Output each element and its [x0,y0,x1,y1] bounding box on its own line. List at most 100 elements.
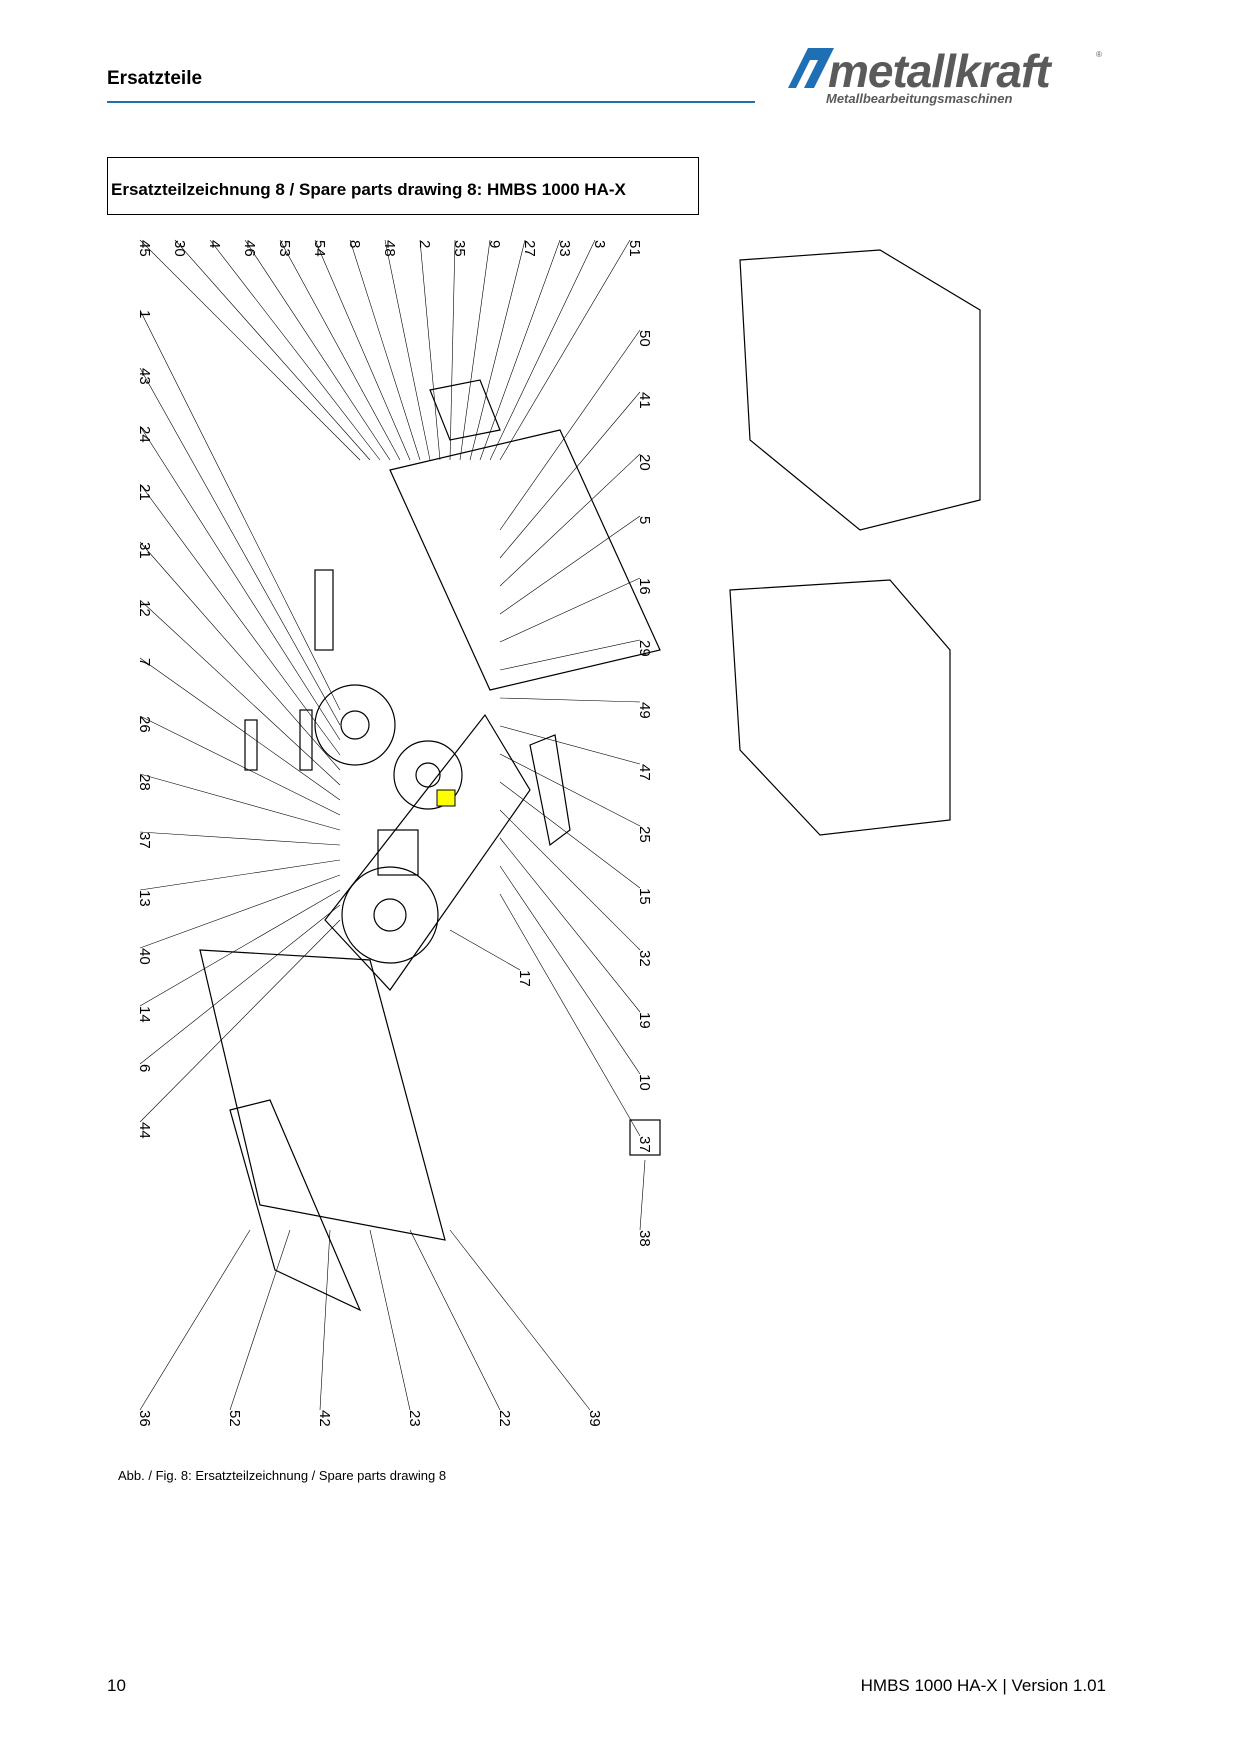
callout-leader-line [419,239,441,461]
iso-view-bottom [729,579,951,836]
callout-label: 4 [206,240,223,248]
brand-logo: metallkraft Metallbearbeitungsmaschinen … [786,44,1106,110]
highlighted-part [436,789,456,807]
callout-label: 14 [136,1006,153,1023]
callout-label: 46 [241,240,258,257]
callout-leader-line [139,874,341,949]
callout-leader-line [139,1229,251,1411]
callout-label: 28 [136,774,153,791]
callout-leader-line [139,904,341,1065]
callout-label: 40 [136,948,153,965]
machine-outlines [199,249,981,1312]
callout-label: 41 [636,392,653,409]
callout-label: 37 [636,1136,653,1153]
callout-leader-line [499,577,641,643]
callout-label: 10 [636,1074,653,1091]
callout-label: 47 [636,764,653,781]
callout-leader-line [489,239,596,461]
callout-leader-line [209,239,381,461]
upper-band-wheel [314,684,396,766]
callout-label: 5 [636,516,653,524]
document-version: HMBS 1000 HA-X | Version 1.01 [860,1676,1106,1695]
callout-label: 6 [136,1064,153,1072]
saw-frame [324,713,531,991]
upper-housing [389,429,661,691]
callout-label: 22 [496,1410,513,1427]
callout-leader-line [139,859,341,891]
callout-leader-line [319,1229,331,1411]
callout-leader-line [174,239,371,461]
callout-label: 16 [636,578,653,595]
header-rule [107,101,755,103]
callout-leader-line [449,929,521,971]
callout-leader-line [479,239,561,461]
logo-tagline: Metallbearbeitungsmaschinen [826,91,1013,106]
callout-leader-line [139,599,341,786]
figure-caption: Abb. / Fig. 8: Ersatzteilzeichnung / Spa… [118,1468,447,1483]
callout-label: 23 [406,1410,423,1427]
callout-leader-line [499,725,641,765]
callout-leader-line [139,657,341,801]
callout-label: 43 [136,368,153,385]
callout-label: 19 [636,1012,653,1029]
callout-leader-line [139,541,341,771]
callout-label: 7 [136,658,153,666]
clamp-assembly [629,1119,661,1156]
callout-label: 26 [136,716,153,733]
section-title: Ersatzteile [107,68,203,89]
callout-label: 48 [381,240,398,257]
callout-label: 17 [516,970,533,987]
callout-label: 20 [636,454,653,471]
callout-leader-line [499,865,641,1075]
logo-mark-icon [788,48,834,88]
callout-label: 12 [136,600,153,617]
callout-leader-line [499,837,641,1013]
callout-label: 30 [171,240,188,257]
callout-leader-line [139,831,341,846]
callout-leader-line [314,239,411,461]
callout-label: 37 [136,832,153,849]
callout-label: 1 [136,310,153,318]
callout-leader-line [139,309,341,711]
callout-leader-line [244,239,391,461]
callout-leader-line [499,515,641,615]
callout-leader-line [139,715,341,816]
drawing-title-box: Ersatzteilzeichnung 8 / Spare parts draw… [107,157,699,215]
callout-leader-line [449,239,456,461]
blade-guard-cover [199,949,446,1241]
callout-leader-line [469,239,526,461]
callout-label: 32 [636,950,653,967]
callout-leader-line [139,367,341,726]
callout-label: 51 [626,240,643,257]
drawing-title: Ersatzteilzeichnung 8 / Spare parts draw… [111,180,626,199]
callout-leader-line [499,809,641,951]
callout-label: 54 [311,240,328,257]
callout-label: 35 [451,240,468,257]
callout-leader-line [499,781,641,889]
callout-label: 44 [136,1122,153,1139]
callout-label: 15 [636,888,653,905]
callout-label: 27 [521,240,538,257]
callout-label: 36 [136,1410,153,1427]
callout-leader-line [499,753,641,827]
callout-label: 29 [636,640,653,657]
callout-label: 8 [346,240,363,248]
callout-leader-line [499,391,641,559]
callout-leader-line [499,893,641,1137]
idler-wheel [393,740,463,810]
callout-leader-line [139,889,341,1007]
callout-leader-line [499,453,641,587]
callout-label: 52 [226,1410,243,1427]
callout-label: 42 [316,1410,333,1427]
callout-leader-line [499,639,641,671]
callout-leader-line [139,425,341,741]
callout-leader-line [499,697,641,703]
callout-leader-line [369,1229,411,1411]
callout-label: 50 [636,330,653,347]
callout-label: 3 [591,240,608,248]
callout-label: 49 [636,702,653,719]
callout-label: 25 [636,826,653,843]
callout-leader-line [409,1229,501,1411]
